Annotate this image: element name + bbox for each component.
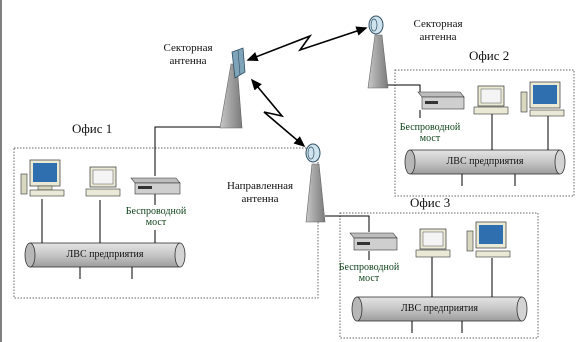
office-2-cable (386, 84, 421, 94)
office-1-lan-label: ЛВС предприятия (66, 249, 144, 260)
office-3-bridge-label-line2: мост (358, 273, 380, 284)
office-3-cable (325, 215, 370, 232)
office-2-bridge-label-line2: мост (419, 133, 441, 144)
office-1-bridge-label-line2: мост (145, 217, 167, 228)
sector-antenna-center-label-line1: Секторная (163, 42, 213, 54)
office-2-bridge-label: Беспроводной мост (398, 122, 462, 144)
office-1-title: Офис 1 (72, 121, 113, 136)
tower-icon (305, 163, 326, 223)
office-3-box (339, 212, 539, 339)
computer-icon (415, 228, 451, 258)
office-2-title: Офис 2 (469, 48, 510, 63)
office-3-lan-label: ЛВС предприятия (401, 303, 478, 314)
office-1-bridge-label: Беспроводной мост (124, 206, 188, 228)
computer-icon (85, 166, 121, 197)
office-3-bridge-label: Беспроводной мост (337, 262, 401, 284)
sector-antenna-icon (231, 47, 246, 79)
office-3-title: Офис 3 (410, 195, 451, 210)
lan-cylinder (404, 149, 566, 175)
sector-antenna-center-label: Секторная антенна (148, 42, 228, 68)
computer-icon (473, 85, 509, 115)
office-3-bridge-label-line1: Беспроводной (338, 262, 400, 273)
sector-antenna-right-label: Секторная антенна (398, 18, 478, 44)
computer-icon (466, 221, 511, 258)
office-2-lan-label: ЛВС предприятия (446, 156, 524, 167)
lan-cylinder (24, 242, 186, 268)
dish-antenna-icon (368, 15, 384, 35)
office-1-bridge-label-line1: Беспроводной (125, 206, 187, 217)
computer-icon (520, 81, 565, 117)
sector-antenna-center-label-line2: антенна (169, 55, 207, 67)
lan-cylinder (351, 296, 528, 322)
tower-icon (367, 34, 389, 89)
lightning-link-icon (250, 78, 306, 148)
lightning-link-icon (246, 26, 368, 62)
office-1-cable (154, 126, 222, 176)
dish-antenna-icon (305, 143, 321, 163)
directional-antenna-label-line1: Направленная (226, 180, 294, 192)
wireless-bridge-icon (417, 91, 465, 110)
office-2-bridge-label-line1: Беспроводной (399, 122, 461, 133)
wireless-bridge-icon (349, 232, 398, 251)
directional-antenna-label: Направленная антенна (210, 180, 310, 206)
office-1-box (13, 147, 319, 299)
directional-antenna-label-line2: антенна (241, 193, 279, 205)
computer-icon (20, 159, 65, 197)
sector-antenna-right-label-line2: антенна (419, 31, 457, 43)
wireless-bridge-icon (130, 177, 181, 195)
sector-antenna-right-label-line1: Секторная (413, 18, 463, 30)
office-2-box (394, 69, 575, 197)
